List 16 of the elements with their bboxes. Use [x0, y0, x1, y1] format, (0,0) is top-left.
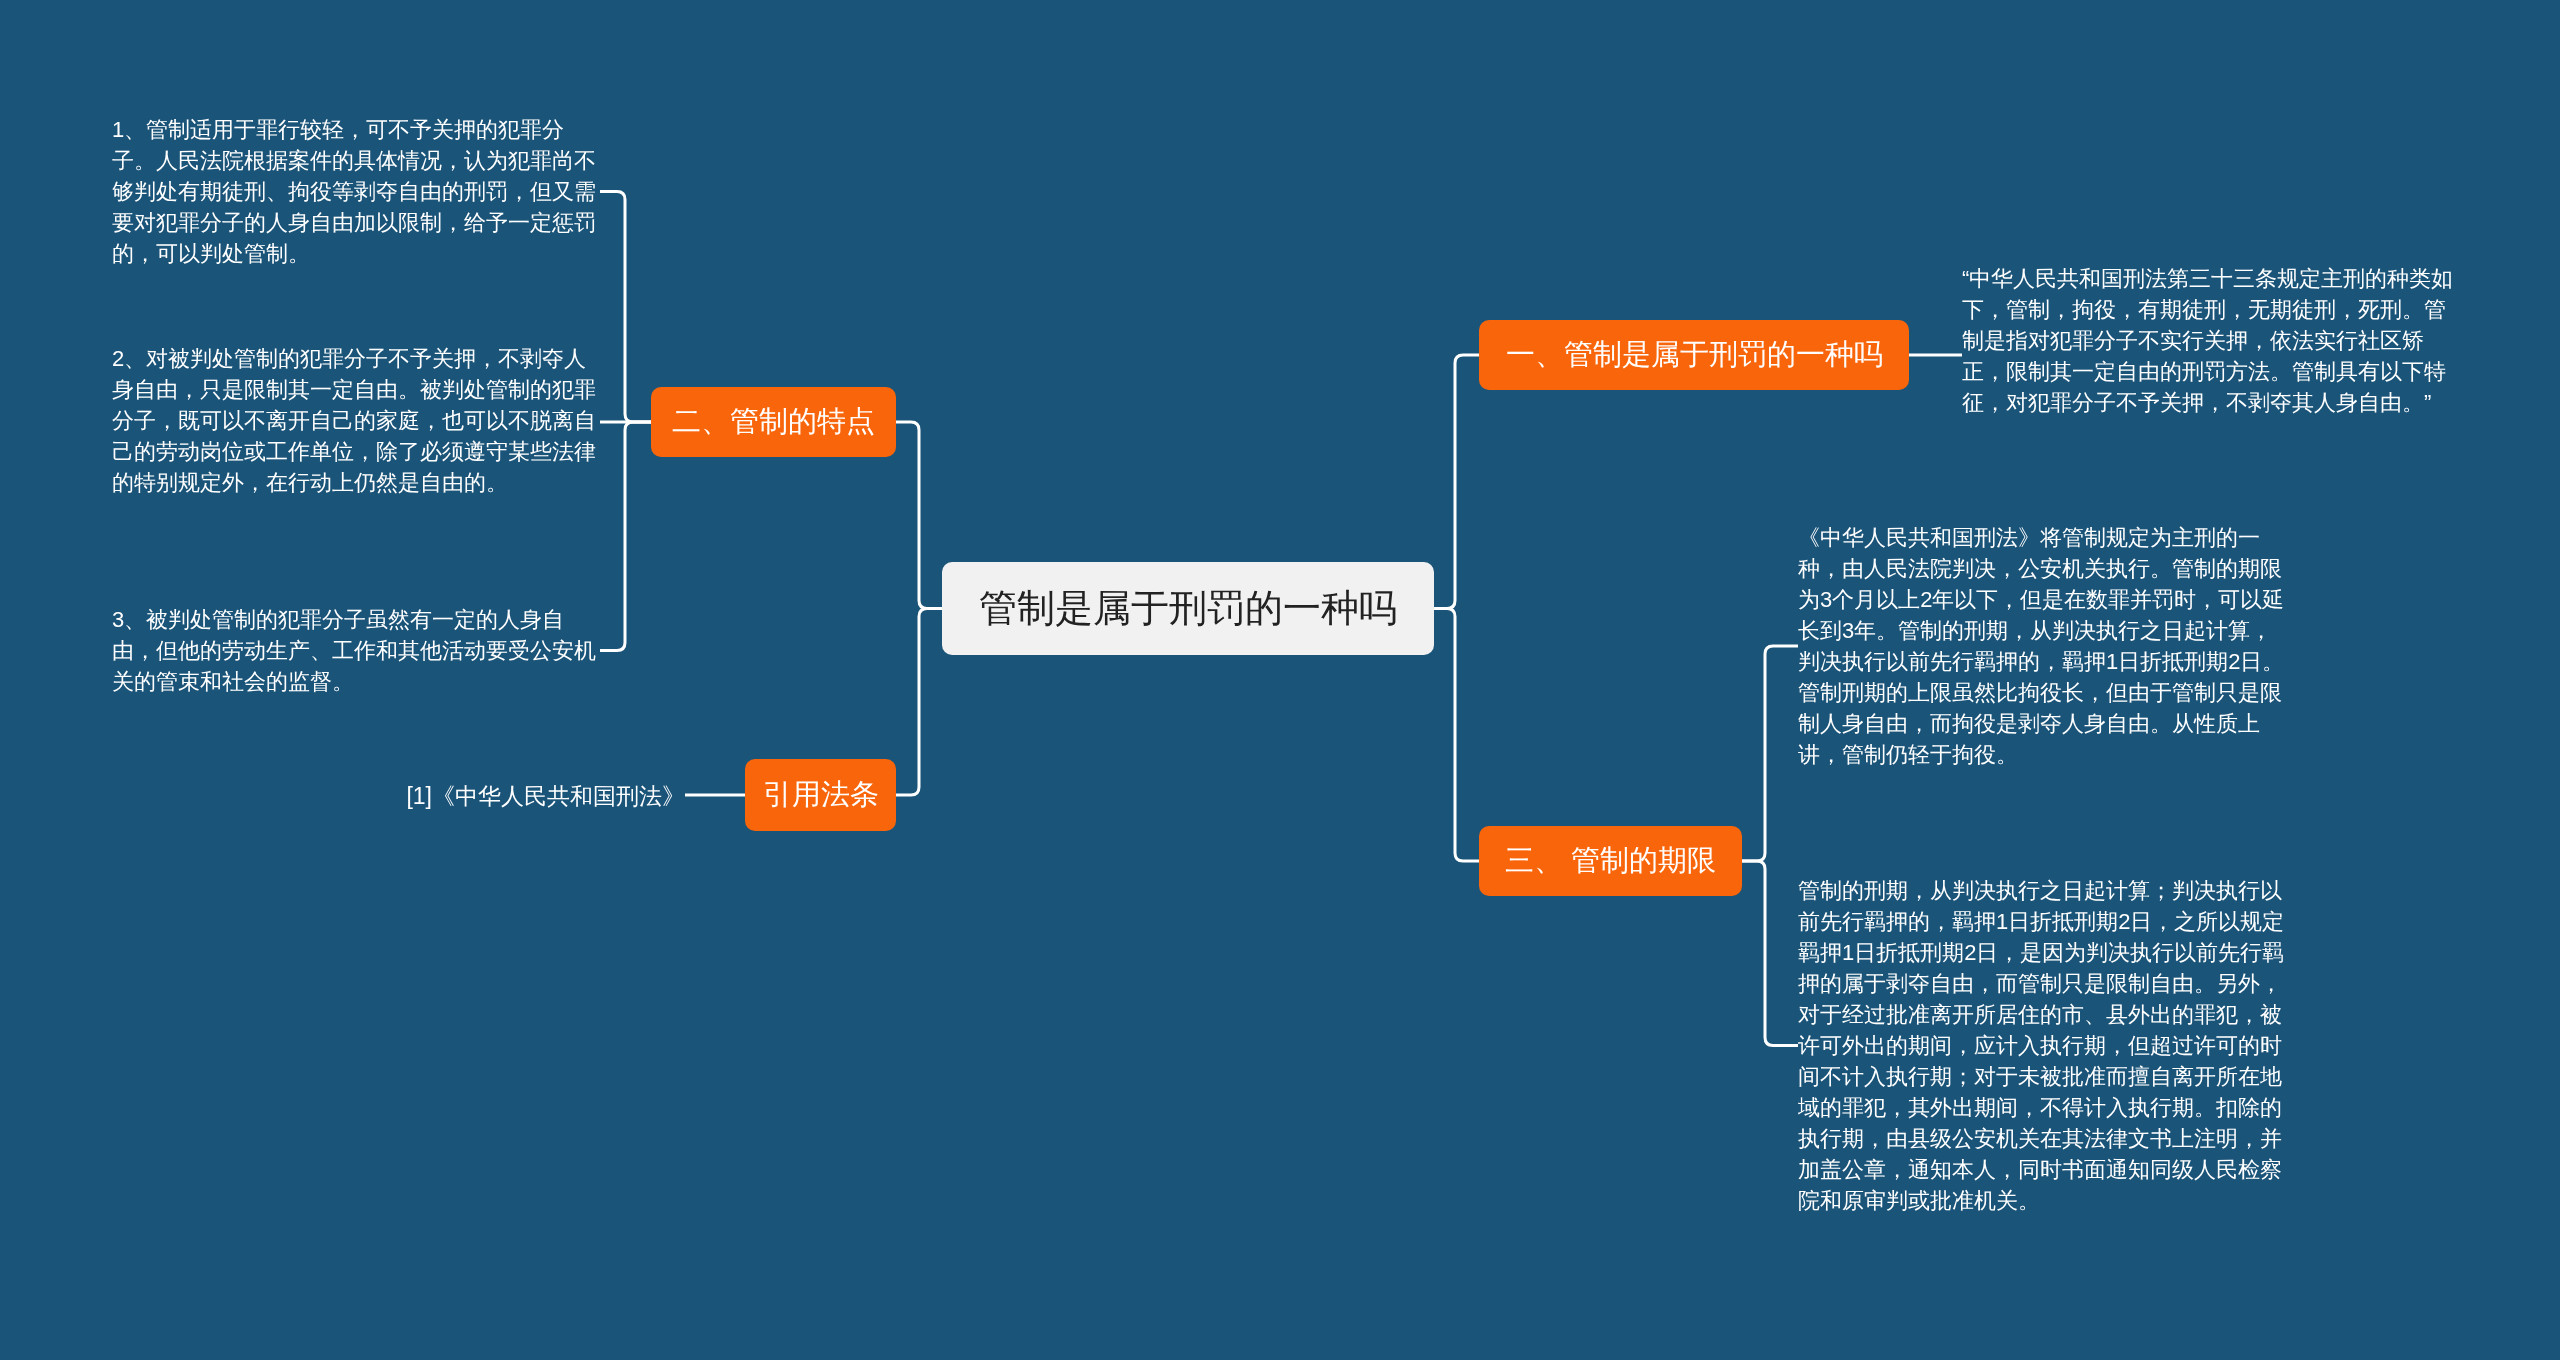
- topic-box: 三、 管制的期限: [1479, 826, 1742, 896]
- topic-box: 一、管制是属于刑罚的一种吗: [1479, 320, 1909, 390]
- connector-line: [1909, 353, 1962, 357]
- reference-text: [1]《中华人民共和国刑法》: [380, 780, 685, 812]
- connector-line: [896, 607, 942, 797]
- note-text: 3、被判处管制的犯罪分子虽然有一定的人身自由，但他的劳动生产、工作和其他活动要受公安机关的管束和社会的监督。: [112, 604, 600, 697]
- note-text: 1、管制适用于罪行较轻，可不予关押的犯罪分子。人民法院根据案件的具体情况，认为犯罪尚不够判处有期徒刑、拘役等剥夺自由的刑罚，但又需要对犯罪分子的人身自由加以限制，给予一定惩罚的，可以判处管制。: [112, 114, 600, 269]
- connector-line: [1434, 607, 1479, 863]
- central-topic-box: 管制是属于刑罚的一种吗: [942, 562, 1434, 655]
- note-text: 管制的刑期，从判决执行之日起计算；判决执行以前先行羁押的，羁押1日折抵刑期2日，之所以规定羁押1日折抵刑期2日，是因为判决执行以前先行羁押的属于剥夺自由，而管制只是限制自由。另外，对于经过批准离开所居住的市、县外出的罪犯，被许可外出的期间，应计入执行期，但超过许可的时间不计入执行期；对于未被批准而擅自离开所在地域的罪犯，其外出期间，不得计入执行期。扣除的执行期，由县级公安机关在其法律文书上注明，并加盖公章，通知本人，同时书面通知同级人民检察院和原审判或批准机关。: [1798, 875, 2288, 1216]
- topic-box: 二、管制的特点: [651, 387, 896, 457]
- connector-line: [685, 793, 745, 797]
- note-text: “中华人民共和国刑法第三十三条规定主刑的种类如下，管制，拘役，有期徒刑，无期徒刑，死刑。管制是指对犯罪分子不实行关押，依法实行社区矫正，限制其一定自由的刑罚方法。管制具有以下特征，对犯罪分子不予关押，不剥夺其人身自由。”: [1962, 263, 2454, 418]
- note-text: 《中华人民共和国刑法》将管制规定为主刑的一种，由人民法院判决，公安机关执行。管制的期限为3个月以上2年以下，但是在数罪并罚时，可以延长到3年。管制的刑期，从判决执行之日起计算，判决执行以前先行羁押的，羁押1日折抵刑期2日。管制刑期的上限虽然比拘役长，但由于管制只是限制人身自由，而拘役是剥夺人身自由。从性质上讲，管制仍轻于拘役。: [1798, 522, 2288, 770]
- topic-box: 引用法条: [745, 759, 896, 831]
- note-text: 2、对被判处管制的犯罪分子不予关押，不剥夺人身自由，只是限制其一定自由。被判处管制的犯罪分子，既可以不离开自己的家庭，也可以不脱离自己的劳动岗位或工作单位，除了必须遵守某些法律的特别规定外，在行动上仍然是自由的。: [112, 343, 600, 498]
